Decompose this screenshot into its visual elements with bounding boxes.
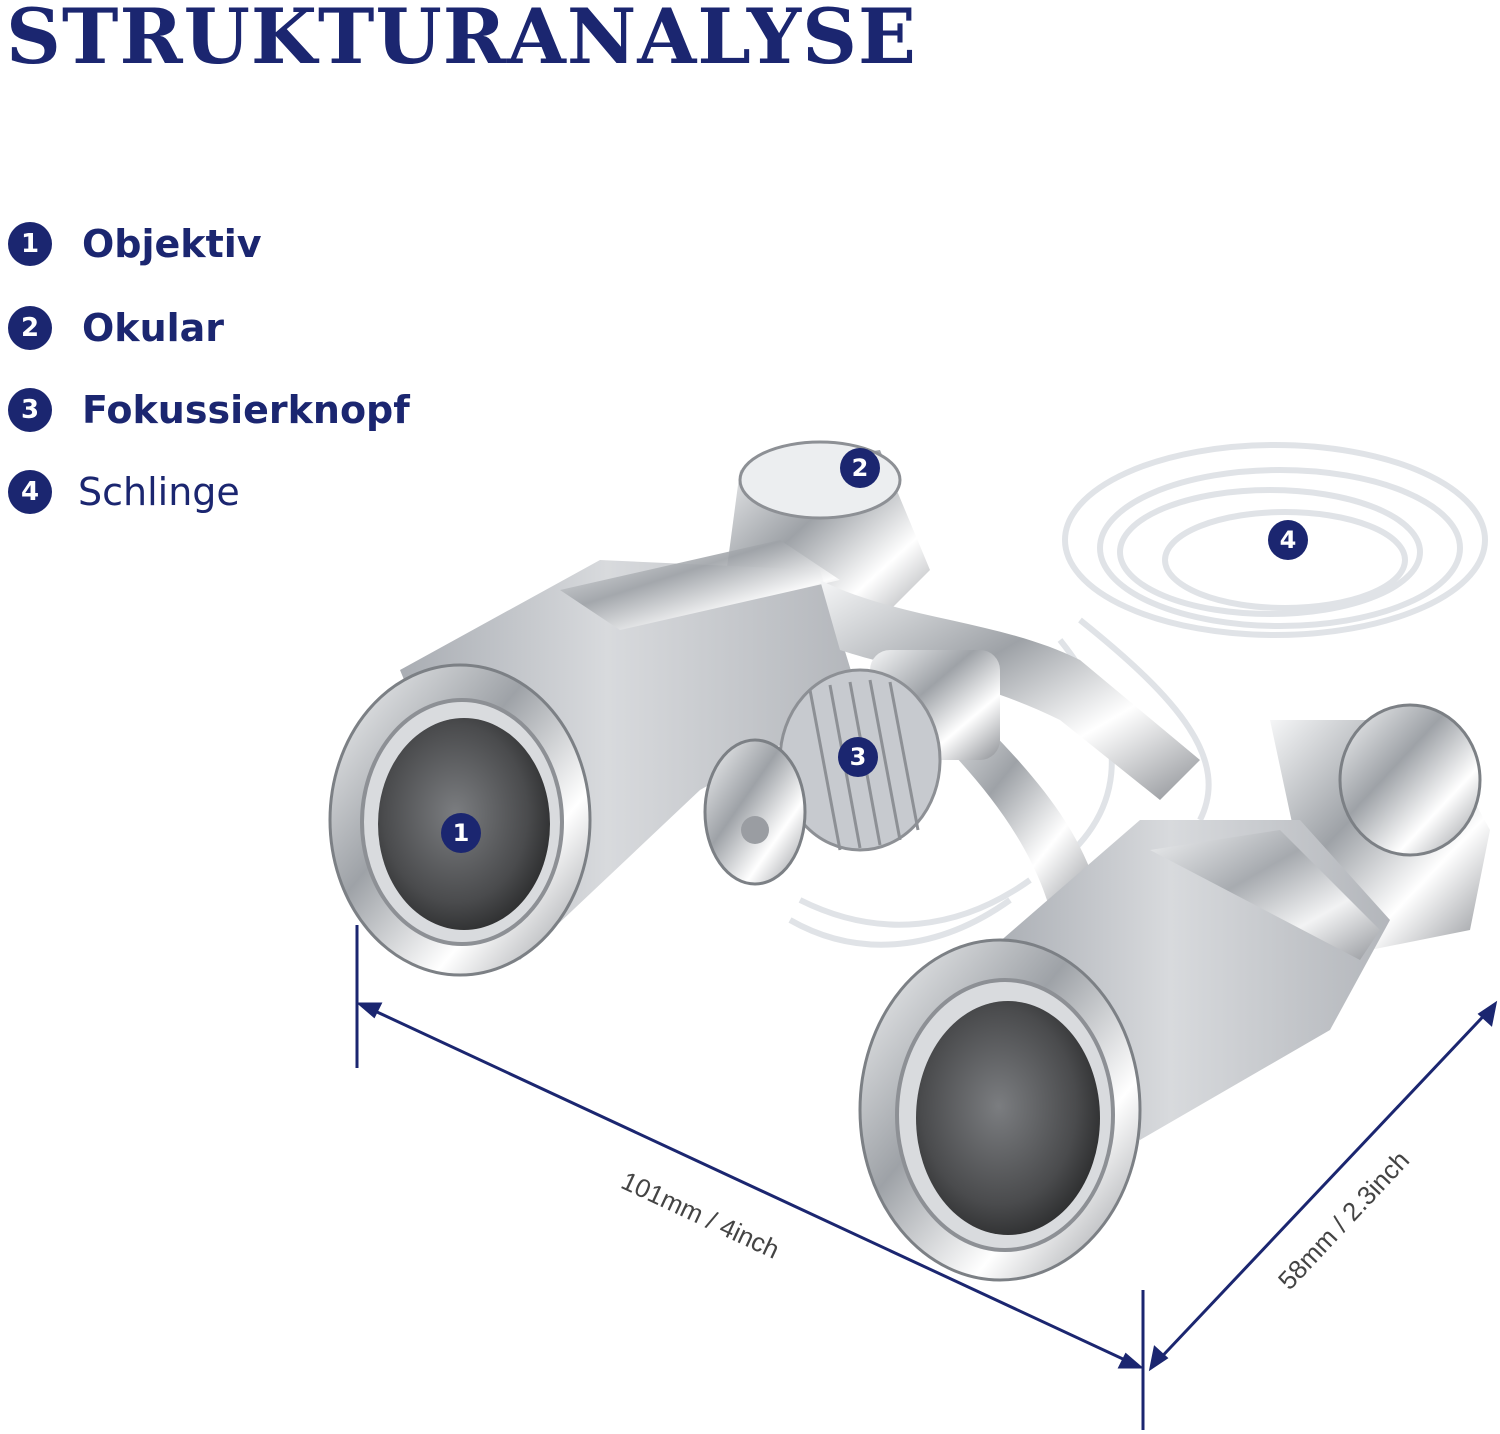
legend-item-schlinge: 4 Schlinge xyxy=(8,470,240,514)
rear-right-barrel xyxy=(1270,703,1490,950)
legend-label: Okular xyxy=(82,306,225,350)
legend-label: Schlinge xyxy=(78,470,240,514)
marker-objective: 1 xyxy=(441,813,481,853)
marker-eyepiece: 2 xyxy=(840,448,880,488)
marker-focus-knob: 3 xyxy=(838,737,878,777)
dimension-lines xyxy=(355,925,1498,1430)
page-title: STRUKTURANALYSE xyxy=(6,0,917,81)
legend-item-okular: 2 Okular xyxy=(8,306,224,350)
legend-number-badge: 1 xyxy=(8,222,52,266)
legend-number-badge: 2 xyxy=(8,306,52,350)
legend-item-fokussierknopf: 3 Fokussierknopf xyxy=(8,388,410,432)
legend-label: Fokussierknopf xyxy=(82,388,410,432)
legend-number-badge: 3 xyxy=(8,388,52,432)
legend-label: Objektiv xyxy=(82,222,262,266)
marker-strap: 4 xyxy=(1268,520,1308,560)
objective-lens-right xyxy=(858,938,1142,1282)
legend-item-objektiv: 1 Objektiv xyxy=(8,222,262,266)
legend-number-badge: 4 xyxy=(8,470,52,514)
